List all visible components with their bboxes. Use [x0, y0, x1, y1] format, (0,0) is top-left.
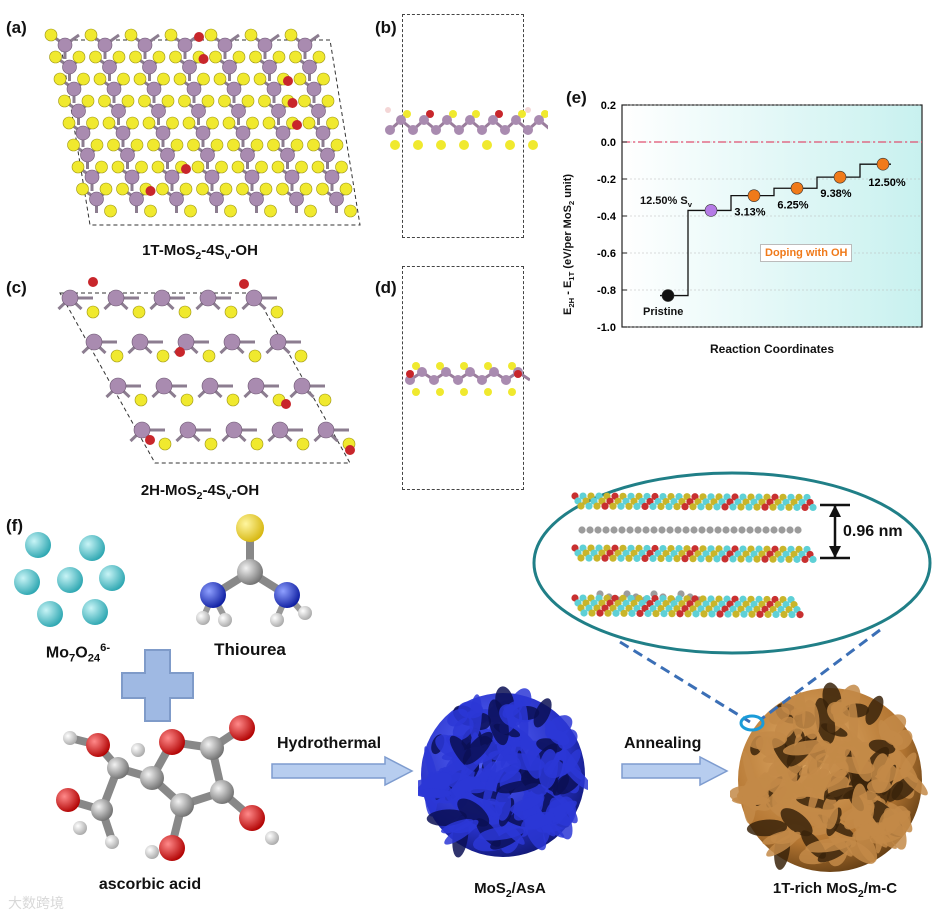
- x-axis-label: Reaction Coordinates: [709, 342, 835, 356]
- ascorbic-label: ascorbic acid: [98, 876, 202, 893]
- hydrothermal-arrow: [271, 755, 414, 787]
- molybdate-label: Mo7O246-: [45, 642, 111, 665]
- y-tick-label: -0.8: [597, 285, 616, 297]
- y-tick-label: -0.6: [597, 248, 616, 260]
- data-point-label: 9.38%: [820, 188, 851, 200]
- panel-label-d: (d): [375, 278, 397, 297]
- mos2-mc-sphere: [730, 682, 928, 872]
- plus-icon: [121, 649, 194, 722]
- caption-1t: 1T-MoS2-4Sv-OH: [142, 242, 258, 262]
- data-point: [790, 181, 804, 195]
- hydrothermal-label: Hydrothermal: [277, 735, 382, 752]
- y-axis-label: E2H - E1T (eV/per MoS2 unit): [562, 173, 577, 315]
- pristine-label: Pristine: [643, 306, 684, 318]
- panel-label-f: (f): [6, 516, 23, 535]
- y-tick-label: -1.0: [597, 322, 616, 334]
- thiourea-molecule: [196, 514, 312, 627]
- cell-frame-d: [402, 266, 524, 490]
- annealing-label: Annealing: [624, 735, 702, 752]
- panel-label-b: (b): [375, 18, 397, 37]
- zoom-inset: [532, 471, 932, 732]
- panel-label-c: (c): [6, 278, 27, 297]
- y-tick-label: 0.0: [601, 137, 616, 149]
- panel-label-e: (e): [566, 88, 587, 107]
- annealing-arrow: [621, 755, 729, 787]
- data-point: [833, 170, 847, 184]
- y-tick-label: -0.2: [597, 174, 616, 186]
- structure-1t-side-view: [385, 107, 548, 150]
- sv-label: 12.50% Sv: [640, 195, 692, 210]
- mos2-mc-label: 1T-rich MoS2/m-C: [772, 880, 898, 900]
- data-point: [747, 189, 761, 202]
- caption-2h: 2H-MoS2-4Sv-OH: [140, 482, 260, 502]
- structure-1t-top-view: [44, 28, 361, 226]
- data-point-label: 12.50%: [868, 177, 906, 189]
- panel-label-a: (a): [6, 18, 27, 37]
- data-point: [704, 204, 718, 217]
- ascorbic-acid-molecule: [56, 715, 279, 861]
- structure-2h-top-view: [57, 277, 356, 464]
- mos2-asa-sphere: [418, 686, 588, 858]
- energy-step-line: [660, 163, 891, 297]
- data-point: [661, 289, 675, 302]
- thiourea-label: Thiourea: [214, 640, 286, 659]
- structure-2h-side-view: [405, 362, 530, 396]
- y-tick-label: -0.4: [597, 211, 617, 223]
- doping-annotation: Doping with OH: [760, 244, 853, 262]
- data-point: [876, 157, 890, 171]
- interlayer-spacing-label: 0.96 nm: [843, 523, 903, 540]
- data-point-label: 6.25%: [777, 199, 808, 211]
- watermark: 大数跨境: [8, 895, 64, 911]
- energy-chart: 0.2 0.0 -0.2 -0.4 -0.6 -0.8 -1.0 3.13% 6.25% 9.3…: [597, 100, 923, 334]
- data-point-label: 3.13%: [734, 207, 765, 219]
- molybdate-cluster: [14, 532, 125, 627]
- y-tick-label: 0.2: [601, 100, 616, 112]
- mos2-asa-label: MoS2/AsA: [474, 880, 546, 900]
